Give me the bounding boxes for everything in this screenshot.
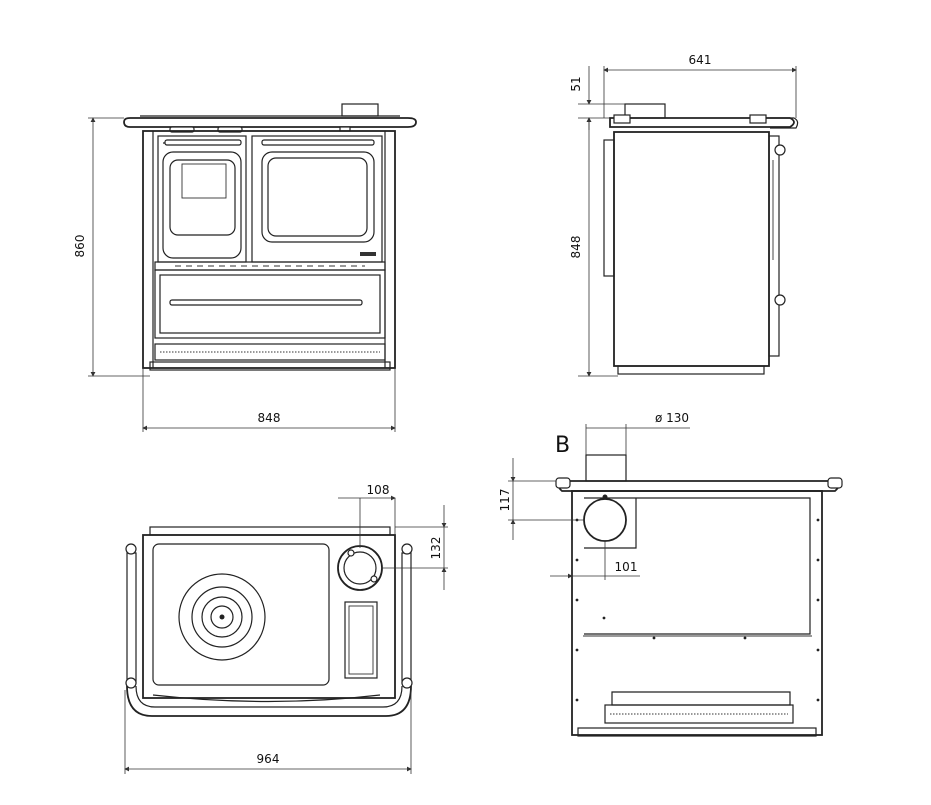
back-view: B [555, 433, 843, 737]
top-width-dimension: 964 [124, 690, 412, 774]
top-flue-x-label: 108 [367, 483, 390, 497]
front-width-label: 848 [258, 411, 281, 425]
back-flue-diameter-dimension: ø 130 [585, 411, 690, 455]
top-flue-x-dimension: 108 [338, 483, 396, 548]
top-flue-y-label: 132 [429, 537, 443, 560]
front-view [123, 103, 417, 371]
front-height-dimension: 860 [73, 117, 150, 377]
front-width-dimension: 848 [142, 368, 396, 432]
back-rivets [575, 518, 820, 702]
top-view [125, 526, 413, 717]
back-flue-height-dimension: 117 [498, 458, 584, 540]
side-top-offset-label: 51 [569, 76, 583, 91]
back-flue-offset-label: 101 [615, 560, 638, 574]
side-view [603, 103, 799, 375]
side-height-dimension: 848 [569, 117, 618, 377]
side-top-offset-dimension: 51 [569, 66, 625, 130]
back-view-label: B [555, 433, 570, 458]
flue-opening-top [337, 545, 383, 591]
back-flue-height-label: 117 [498, 489, 512, 512]
top-width-label: 964 [257, 752, 280, 766]
side-depth-dimension: 641 [603, 53, 797, 118]
side-depth-label: 641 [689, 53, 712, 67]
back-flue-offset-dimension: 101 [550, 540, 640, 580]
side-height-label: 848 [569, 236, 583, 259]
top-flue-y-dimension: 132 [382, 505, 448, 590]
hob-rings [178, 573, 266, 661]
front-height-label: 860 [73, 235, 87, 258]
back-flue-diameter-label: ø 130 [655, 411, 689, 425]
